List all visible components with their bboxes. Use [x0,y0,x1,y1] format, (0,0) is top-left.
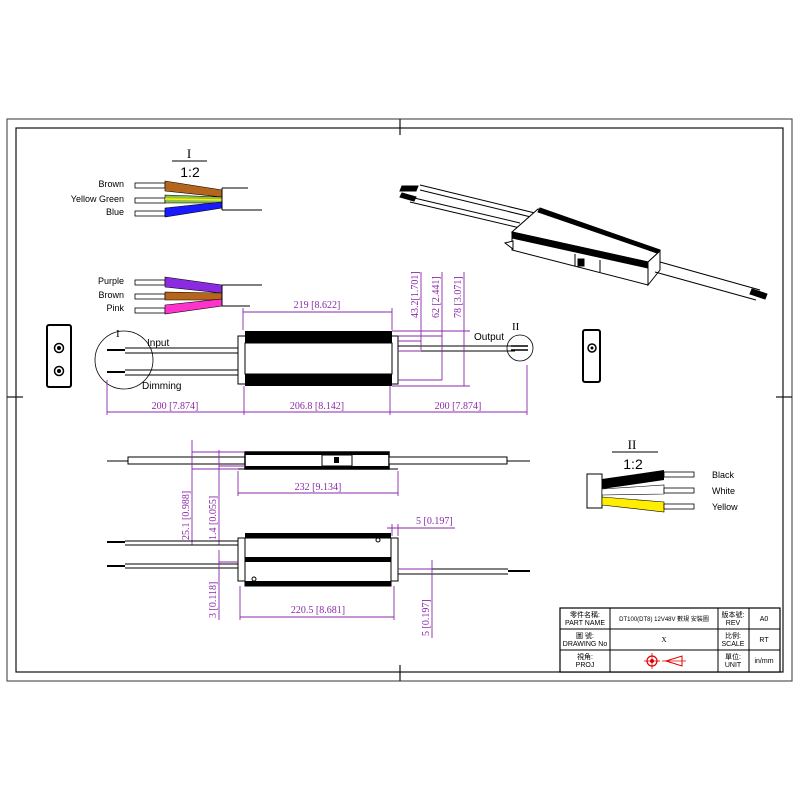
detail-II-scale: 1:2 [623,456,643,472]
wire-label-yellow-green: Yellow Green [71,194,124,204]
dimming-wire-detail: Purple Brown Pink [98,276,262,315]
wire-label-white: White [712,486,735,496]
output-callout: Output [474,332,504,343]
detail-I-header: I 1:2 [172,146,207,180]
side-view [107,451,530,470]
dim-left-lead: 200 [7.874] [152,401,199,412]
dimming-callout: Dimming [142,381,181,392]
dim-height-2: 62 [2.441] [431,276,442,318]
isometric-view [399,184,768,301]
end-view-output [582,329,601,383]
projection-symbol-icon [644,653,686,669]
detail-II-callout: II [512,321,520,333]
unit-value: in/mm [754,658,773,665]
bottom-view-dimensions [218,524,455,638]
wire-label-blue: Blue [106,207,124,217]
part-name-label-cn: 零件名稱: [570,610,600,619]
detail-II-circle [506,334,534,362]
sheet-frame [6,118,793,682]
front-view-dimensions [106,272,528,415]
detail-II-roman: II [628,437,637,452]
bottom-view [107,533,530,587]
front-view: I Input Dimming Output II [46,321,601,392]
dim-body-length: 206.8 [8.142] [290,401,344,412]
dim-slot-depth: 5 [0.197] [421,599,432,636]
input-callout: Input [147,338,169,349]
dim-mount-length: 220.5 [8.681] [291,605,345,616]
part-name-label: PART NAME [565,620,605,627]
dim-side-length: 232 [9.134] [295,482,342,493]
drawing-no-value: X [661,636,666,644]
output-wire-detail: II 1:2 Black White Yellow [586,437,738,513]
proj-label: PROJ [576,662,595,669]
side-view-dimensions [191,440,399,545]
rev-label: REV [726,620,741,627]
detail-I-circle [94,330,154,390]
title-block: 零件名稱: PART NAME DT100(DT8) 12V48V 數規 安裝圖… [559,607,781,673]
drawing-no-label-cn: 圖 號: [576,631,594,640]
scale-label-cn: 比例: [725,631,741,640]
rev-value: A0 [760,616,769,623]
dim-height-3: 78 [3.071] [453,276,464,318]
detail-I-scale: 1:2 [180,164,200,180]
dim-top-width: 219 [8.622] [294,300,341,311]
dim-hole-offset: 3 [0.118] [208,582,219,618]
input-wire-detail: Brown Yellow Green Blue [71,179,262,218]
dim-side-height: 25.1 [0.988] [181,491,192,540]
wire-label-brown: Brown [98,179,124,189]
part-name-value: DT100(DT8) 12V48V 數規 安裝圖 [619,615,709,623]
end-view-input [46,324,72,388]
dim-right-lead: 200 [7.874] [435,401,482,412]
detail-I-callout: I [116,328,120,340]
wire-label-purple: Purple [98,276,124,286]
unit-label-cn: 單位: [725,652,741,661]
wire-label-pink: Pink [106,303,124,313]
wire-label-brown-2: Brown [98,290,124,300]
drawing-no-label: DRAWING No [563,641,608,648]
rev-label-cn: 版本號: [722,610,745,619]
dim-slot-width: 5 [0.197] [416,516,453,527]
wire-label-black: Black [712,470,735,480]
proj-label-cn: 視角: [577,652,593,661]
scale-label: SCALE [722,641,745,648]
dim-height-1: 43.2[1.701] [410,271,421,318]
dim-flange-thickness: 1.4 [0.055] [208,496,219,540]
unit-label: UNIT [725,662,742,669]
scale-value: RT [759,637,769,644]
wire-label-yellow: Yellow [712,502,738,512]
detail-I-roman: I [187,146,191,161]
